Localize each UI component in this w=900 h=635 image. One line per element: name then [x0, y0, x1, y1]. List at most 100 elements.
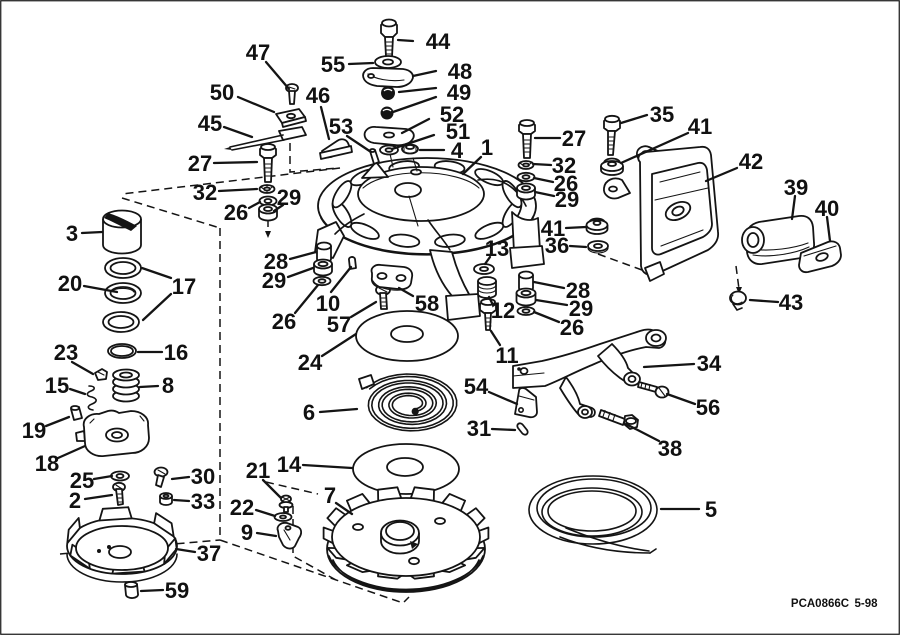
- leader-line-22: [254, 508, 277, 518]
- leader-line-48: [411, 69, 438, 78]
- leader-line-11: [489, 329, 502, 347]
- part-screw-11: [479, 298, 497, 331]
- part-cap-59: [124, 581, 139, 599]
- leader-line-32: [531, 162, 553, 167]
- leader-line-59: [139, 588, 165, 593]
- leader-line-42: [704, 166, 739, 183]
- callout-5: 5: [705, 497, 717, 522]
- part-clamp-plate-58: [370, 263, 414, 291]
- part-plate-50: [275, 108, 307, 128]
- callout-54: 54: [464, 374, 489, 399]
- part-clip-43: [729, 290, 747, 311]
- callout-7: 7: [324, 483, 336, 508]
- callout-12: 12: [491, 298, 515, 323]
- part-starter-housing: [314, 153, 545, 321]
- callout-44: 44: [426, 29, 451, 54]
- leader-line-14: [301, 463, 354, 470]
- leader-line-41: [564, 225, 588, 230]
- part-cable-5: [528, 475, 658, 554]
- housing-slot: [388, 233, 421, 248]
- part-bolt-56: [637, 381, 670, 399]
- leader-line-23: [70, 360, 95, 376]
- callout-34: 34: [697, 351, 722, 376]
- callout-9: 9: [241, 520, 253, 545]
- callout-24: 24: [298, 350, 323, 375]
- leader-line-25: [92, 474, 114, 481]
- leader-line-36: [568, 244, 588, 249]
- callout-27: 27: [562, 126, 586, 151]
- leader-line-43: [748, 298, 780, 304]
- part-spring-bumpers-49: [380, 86, 395, 120]
- leader-line-29: [272, 203, 285, 213]
- leader-line-6: [318, 407, 359, 414]
- leader-line-47: [264, 60, 291, 91]
- leader-line-21: [261, 478, 283, 500]
- callout-17: 17: [172, 274, 196, 299]
- leader-line-13: [483, 255, 492, 266]
- part-washer-22: [273, 512, 293, 522]
- callout-32: 32: [193, 180, 217, 205]
- callout-3: 3: [66, 221, 78, 246]
- part-pulley-7: [322, 486, 490, 593]
- leader-line-20: [82, 284, 119, 294]
- leader-line-57: [349, 300, 378, 319]
- leader-line-40: [825, 215, 832, 243]
- callout-20: 20: [58, 271, 82, 296]
- spring-coil-outer: [365, 373, 458, 432]
- leader-line-35: [619, 113, 649, 125]
- part-screw-30: [153, 466, 169, 488]
- callout-41: 41: [688, 114, 712, 139]
- callout-31: 31: [467, 416, 491, 441]
- part-ring-17-bottom: [102, 311, 140, 333]
- leader-line-58: [397, 286, 415, 298]
- callout-55: 55: [321, 52, 345, 77]
- pawl-mount-tab: [361, 161, 389, 179]
- callout-28: 28: [264, 249, 288, 274]
- spring-inner-hook: [411, 407, 419, 415]
- callout-43: 43: [779, 290, 803, 315]
- callout-57: 57: [327, 312, 351, 337]
- leader-line-28: [532, 280, 566, 290]
- leader-line-8: [138, 384, 160, 389]
- part-pin-45: [224, 126, 307, 151]
- leader-line-10: [329, 265, 353, 294]
- leader-line-46: [319, 105, 331, 141]
- leader-line-56: [665, 392, 697, 406]
- callout-14: 14: [277, 452, 302, 477]
- callout-21: 21: [246, 458, 270, 483]
- part-washer-disc-24: [355, 310, 459, 362]
- leader-line-1: [461, 155, 483, 176]
- callout-42: 42: [739, 149, 763, 174]
- leader-line-12: [487, 295, 495, 307]
- callout-26: 26: [272, 309, 296, 334]
- part-nut-29-left2: [313, 258, 333, 277]
- part-flange-nut-41a: [600, 157, 624, 176]
- leader-line-37: [174, 547, 197, 554]
- part-bushing-3: [102, 209, 142, 255]
- callout-19: 19: [22, 418, 46, 443]
- leader-line-45: [222, 125, 254, 139]
- callout-50: 50: [210, 80, 234, 105]
- part-washer-26-right2: [516, 306, 536, 316]
- part-bracket-54: [514, 387, 538, 419]
- callout-36: 36: [545, 233, 569, 258]
- leader-line-2: [83, 493, 114, 501]
- callout-26: 26: [224, 200, 248, 225]
- callout-41: 41: [541, 216, 565, 241]
- callout-11: 11: [495, 343, 518, 368]
- leader-line-38: [624, 422, 661, 443]
- part-spring-8: [112, 368, 140, 403]
- part-bolt-27-left: [259, 143, 277, 183]
- part-clip-23: [94, 368, 108, 381]
- part-washer-25: [110, 470, 130, 482]
- part-washer-disc-14: [352, 443, 460, 495]
- part-nut-33: [159, 492, 173, 506]
- callout-1: 1: [481, 135, 493, 160]
- callout-47: 47: [246, 40, 270, 65]
- arrowhead: [736, 287, 742, 294]
- callout-46: 46: [306, 83, 330, 108]
- part-pawl-48: [362, 67, 414, 88]
- callout-28: 28: [566, 278, 590, 303]
